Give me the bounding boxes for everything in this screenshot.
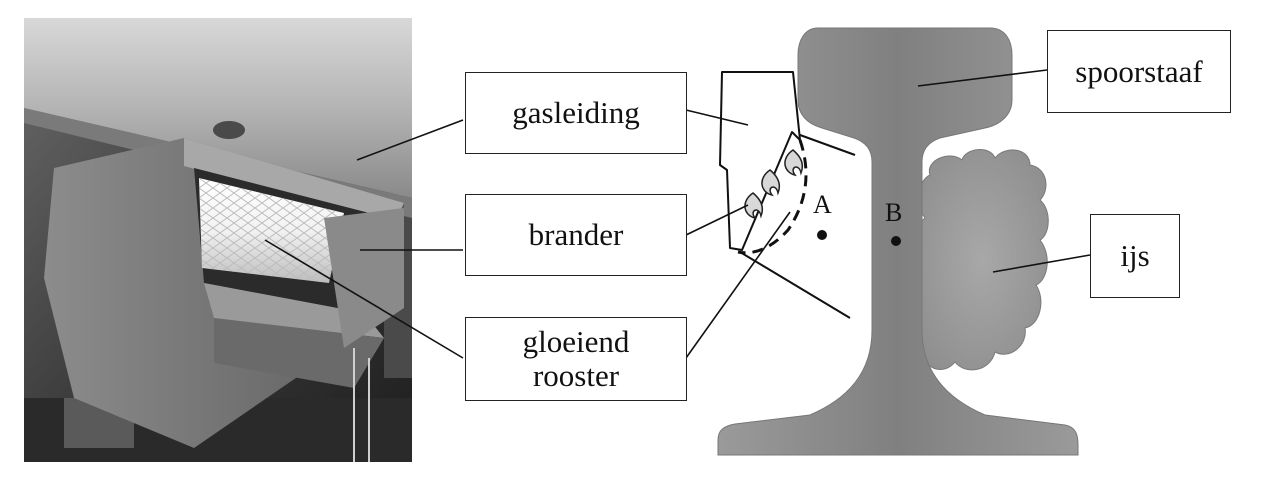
label-gloeiend-line2: rooster: [532, 358, 620, 393]
point-b-dot: [891, 236, 901, 246]
flame-icons: [744, 149, 804, 220]
glowing-grid-dashed: [737, 139, 808, 255]
point-a-label: A: [813, 190, 832, 219]
label-gloeiend-line1: gloeiend: [522, 324, 630, 359]
label-spoorstaaf: spoorstaaf: [1047, 30, 1231, 113]
label-ijs: ijs: [1090, 214, 1180, 298]
label-gloeiend-rooster: gloeiend rooster: [465, 317, 687, 401]
heater-photo: [24, 18, 412, 462]
ice-shape: [915, 149, 1049, 371]
burner-housing: [719, 71, 801, 251]
point-a-dot: [817, 230, 827, 240]
label-gasleiding: gasleiding: [465, 72, 687, 154]
label-brander: brander: [465, 194, 687, 276]
point-b-label: B: [885, 198, 903, 227]
